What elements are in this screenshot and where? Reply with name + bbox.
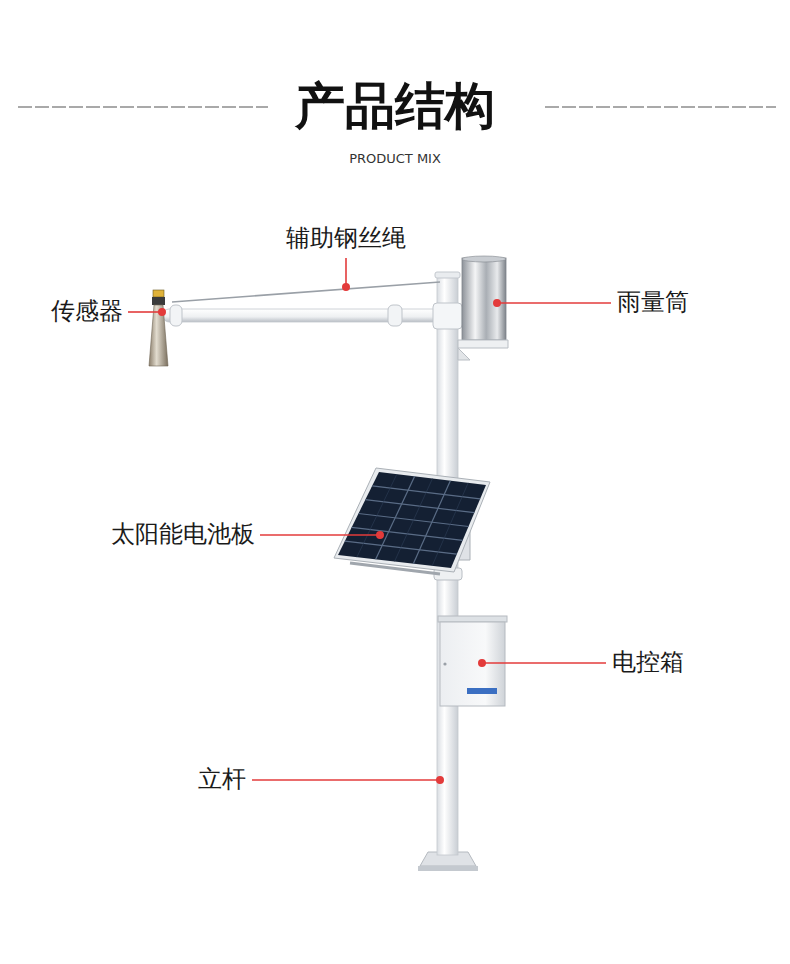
- heading-rule: [18, 106, 268, 107]
- part-label: 雨量筒: [617, 288, 689, 317]
- part-label: 太阳能电池板: [111, 520, 255, 549]
- part-label: 传感器: [51, 297, 123, 326]
- control-box: [438, 616, 507, 706]
- subtitle: PRODUCT MIX: [349, 151, 441, 167]
- part-label: 立杆: [198, 765, 246, 794]
- rain-gauge: [458, 256, 508, 360]
- cell-busbar: [395, 479, 433, 562]
- pole-cap: [435, 272, 460, 278]
- cell-busbar: [357, 474, 397, 557]
- steel-wire: [172, 282, 440, 302]
- part-label: 辅助钢丝绳: [286, 224, 406, 253]
- solar-panel: [334, 468, 490, 572]
- radar-sensor: [149, 290, 168, 366]
- heading-rule: [545, 106, 776, 107]
- arm: [163, 303, 462, 329]
- cell-busbar: [432, 483, 468, 566]
- page-title: 产品结构: [295, 76, 495, 136]
- part-label: 电控箱: [612, 648, 684, 677]
